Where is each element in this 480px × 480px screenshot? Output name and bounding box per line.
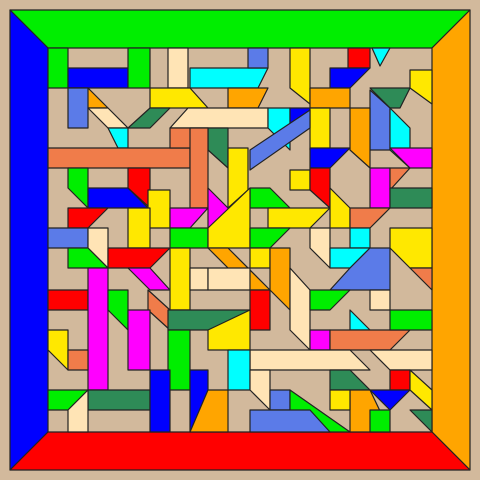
puzzle-piece <box>389 167 411 191</box>
puzzle-piece <box>127 207 151 249</box>
puzzle-piece <box>169 247 191 311</box>
frame-bottom <box>9 431 471 471</box>
puzzle-piece <box>149 369 171 433</box>
puzzle-piece <box>309 87 351 109</box>
puzzle-piece <box>227 349 251 391</box>
puzzle-piece <box>369 389 411 411</box>
puzzle-piece <box>329 247 391 291</box>
puzzle-piece <box>247 47 269 69</box>
puzzle-piece <box>47 147 191 169</box>
puzzle-piece <box>309 107 331 151</box>
puzzle-piece <box>409 409 433 433</box>
puzzle-piece <box>249 247 271 269</box>
puzzle-piece <box>169 227 209 249</box>
puzzle-pieces <box>47 47 433 433</box>
puzzle-piece <box>67 67 129 89</box>
puzzle-piece <box>309 329 331 351</box>
puzzle-piece <box>329 389 351 411</box>
puzzle-piece <box>389 187 433 209</box>
puzzle-piece <box>207 267 251 291</box>
puzzle-piece <box>249 289 271 331</box>
puzzle-piece <box>409 267 433 291</box>
puzzle-piece <box>189 389 229 433</box>
puzzle-piece <box>167 329 191 391</box>
puzzle-piece <box>369 409 391 433</box>
puzzle-piece <box>389 369 411 391</box>
puzzle-piece <box>87 389 151 411</box>
puzzle-piece <box>269 389 291 411</box>
puzzle-piece <box>369 167 391 209</box>
puzzle-piece <box>389 309 433 331</box>
puzzle-piece <box>369 349 433 371</box>
puzzle-piece <box>67 389 89 433</box>
puzzle-piece <box>249 409 331 433</box>
puzzle-piece <box>127 107 171 129</box>
puzzle-piece <box>249 349 371 371</box>
frame <box>9 9 471 471</box>
puzzle-piece <box>249 109 311 171</box>
puzzle-piece <box>389 147 433 169</box>
puzzle-piece <box>309 289 351 311</box>
frame-top <box>9 9 471 49</box>
puzzle-piece <box>47 289 89 311</box>
puzzle-piece <box>189 127 209 209</box>
puzzle-piece <box>347 47 371 69</box>
puzzle-piece <box>409 69 433 105</box>
frame-left <box>9 9 49 471</box>
puzzle-piece <box>127 47 151 89</box>
puzzle-piece <box>189 267 209 291</box>
puzzle-piece <box>47 47 69 89</box>
puzzle-piece <box>371 47 391 67</box>
puzzle-piece <box>127 309 151 371</box>
puzzle-piece <box>167 47 189 89</box>
puzzle-piece <box>349 227 371 249</box>
puzzle-piece <box>47 227 89 249</box>
puzzle-piece <box>169 107 269 129</box>
puzzle-piece <box>67 349 89 371</box>
puzzle-piece <box>189 67 269 89</box>
puzzle-piece <box>67 87 89 129</box>
puzzle-piece <box>289 169 311 191</box>
puzzle-piece <box>147 189 171 229</box>
puzzle-piece <box>369 289 391 311</box>
puzzle-piece <box>87 267 109 391</box>
frame-right <box>431 9 471 471</box>
